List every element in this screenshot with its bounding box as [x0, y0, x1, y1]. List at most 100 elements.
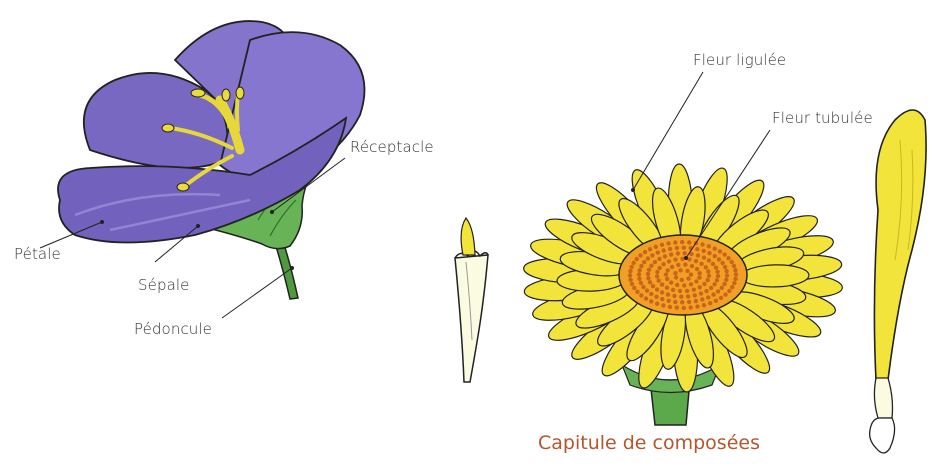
- disc-floret-dot: [630, 282, 634, 286]
- disc-floret-dot: [648, 247, 652, 251]
- disc-floret-dot: [629, 265, 633, 269]
- disc-floret-dot: [702, 249, 706, 253]
- label-pedoncule: Pédoncule: [134, 320, 212, 338]
- disc-floret-dot: [686, 276, 690, 280]
- disc-floret-dot: [707, 274, 711, 278]
- disc-floret-dot: [689, 272, 693, 276]
- disc-floret-dot: [706, 269, 710, 273]
- disc-floret-dot: [713, 254, 717, 258]
- disc-floret-dot: [687, 300, 691, 304]
- label-fleur-tubulee: Fleur tubulée: [772, 109, 873, 127]
- disc-floret-dot: [635, 257, 639, 261]
- disc-floret-dot: [632, 286, 636, 290]
- disc-floret-dot: [685, 289, 689, 293]
- disc-floret-dot: [661, 303, 665, 307]
- disc-floret-dot: [660, 297, 664, 301]
- disc-floret-dot: [720, 261, 724, 265]
- disc-floret-dot: [660, 282, 664, 286]
- disc-floret-dot: [666, 292, 670, 296]
- disc-floret-dot: [655, 270, 659, 274]
- disc-floret-dot: [669, 280, 673, 284]
- ligulate-floret: [870, 110, 926, 453]
- disc-floret-dot: [711, 292, 715, 296]
- disc-floret-dot: [654, 295, 658, 299]
- disc-floret-dot: [733, 277, 737, 281]
- disc-floret-dot: [686, 294, 690, 298]
- disc-floret-dot: [682, 306, 686, 310]
- disc-floret-dot: [645, 288, 649, 292]
- disc-floret-dot: [663, 254, 667, 258]
- disc-floret-dot: [707, 251, 711, 255]
- disc-floret-dot: [653, 260, 657, 264]
- disc-floret-dot: [632, 261, 636, 265]
- disc-floret-dot: [693, 293, 697, 297]
- disc-floret-dot: [712, 282, 716, 286]
- disc-floret-dot: [628, 269, 632, 273]
- disc-floret-dot: [655, 302, 659, 306]
- disc-floret-dot: [724, 278, 728, 282]
- disc-floret-dot: [733, 268, 737, 272]
- disc-floret-dot: [716, 274, 720, 278]
- disc-floret-dot: [649, 292, 653, 296]
- label-receptacle: Réceptacle: [350, 138, 434, 156]
- disc-floret-dot: [641, 285, 645, 289]
- disc-floret-dot: [655, 287, 659, 291]
- disc-floret-dot: [644, 296, 648, 300]
- disc-floret-dot: [671, 288, 675, 292]
- disc-floret-dot: [655, 274, 659, 278]
- disc-floret-dot: [724, 269, 728, 273]
- disc-floret-dot: [732, 281, 736, 285]
- disc-floret-dot: [699, 262, 703, 266]
- tubular-floret: [455, 218, 488, 382]
- disc-floret-dot: [707, 244, 711, 248]
- disc-floret-dot: [702, 282, 706, 286]
- disc-floret-dot: [727, 289, 731, 293]
- pedoncule-leader: [222, 268, 292, 318]
- disc-floret-dot: [670, 265, 674, 269]
- disc-floret-dot: [694, 299, 698, 303]
- disc-floret-dot: [695, 304, 699, 308]
- disc-floret-dot: [698, 271, 702, 275]
- disc-floret-dot: [635, 290, 639, 294]
- disc-floret-dot: [646, 272, 650, 276]
- disc-floret-dot: [687, 240, 691, 244]
- disc-floret-dot: [709, 286, 713, 290]
- disc-floret-dot: [700, 242, 704, 246]
- disc-floret-dot: [718, 249, 722, 253]
- disc-floret-dot: [628, 273, 632, 277]
- disc-floret-dot: [676, 263, 680, 267]
- disc-floret-dot: [702, 303, 706, 307]
- disc-floret-dot: [668, 305, 672, 309]
- disc-floret-dot: [689, 282, 693, 286]
- disc-floret-dot: [700, 297, 704, 301]
- disc-floret-dot: [654, 245, 658, 249]
- disc-floret-dot: [680, 300, 684, 304]
- caption-capitule: Capitule de composées: [538, 432, 760, 454]
- disc-floret-dot: [675, 283, 679, 287]
- disc-floret-dot: [678, 289, 682, 293]
- disc-floret-dot: [730, 260, 734, 264]
- disc-floret-dot: [656, 250, 660, 254]
- disc-floret-dot: [714, 266, 718, 270]
- disc-floret-dot: [675, 305, 679, 309]
- disc-floret-dot: [697, 275, 701, 279]
- disc-floret-dot: [643, 250, 647, 254]
- disc-floret-dot: [702, 255, 706, 259]
- disc-floret-dot: [689, 305, 693, 309]
- disc-floret-dot: [666, 241, 670, 245]
- disc-floret-dot: [666, 268, 670, 272]
- disc-floret-dot: [657, 279, 661, 283]
- label-sepale: Sépale: [138, 276, 189, 294]
- disc-floret-dot: [680, 257, 684, 261]
- disc-floret-dot: [720, 286, 724, 290]
- disc-floret-dot: [695, 267, 699, 271]
- disc-floret-dot: [713, 246, 717, 250]
- disc-floret-dot: [704, 289, 708, 293]
- disc-floret-dot: [664, 272, 668, 276]
- disc-floret-dot: [637, 272, 641, 276]
- disc-floret-dot: [661, 262, 665, 266]
- disc-floret-dot: [690, 264, 694, 268]
- disc-floret-dot: [673, 300, 677, 304]
